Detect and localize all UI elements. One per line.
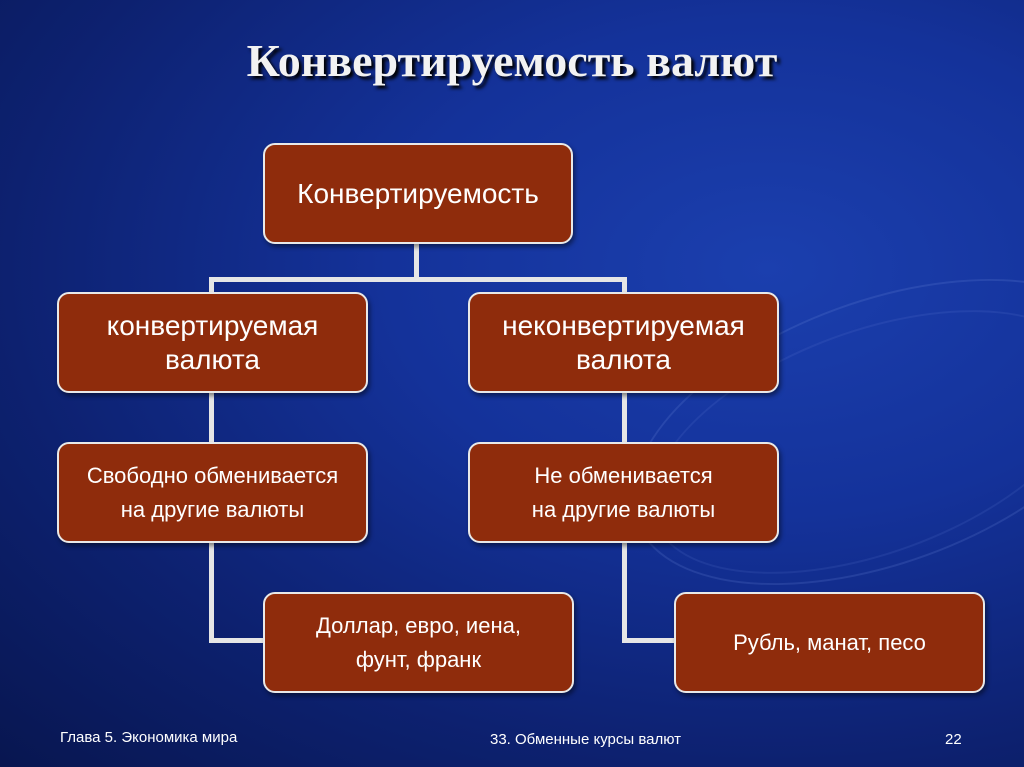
left-examples-node: Доллар, евро, иена, фунт, франк	[263, 592, 574, 693]
right-branch-label: неконвертируемая валюта	[502, 309, 745, 375]
left-branch-node: конвертируемая валюта	[57, 292, 368, 393]
root-node: Конвертируемость	[263, 143, 573, 244]
left-description-node: Свободно обменивается на другие валюты	[57, 442, 368, 543]
connector-line	[414, 243, 419, 281]
connector-line	[622, 638, 677, 643]
footer-chapter: Глава 5. Экономика мира	[60, 729, 238, 746]
left-examples-label: Доллар, евро, иена, фунт, франк	[316, 612, 521, 672]
footer-topic: 33. Обменные курсы валют	[490, 731, 682, 748]
connector-line	[209, 638, 265, 643]
right-branch-node: неконвертируемая валюта	[468, 292, 779, 393]
left-description-label: Свободно обменивается на другие валюты	[86, 462, 339, 522]
right-description-label: Не обменивается на другие валюты	[531, 462, 716, 522]
root-node-label: Конвертируемость	[297, 177, 539, 209]
left-branch-label: конвертируемая валюта	[106, 309, 319, 375]
right-examples-node: Рубль, манат, песо	[674, 592, 985, 693]
connector-line	[209, 277, 627, 282]
right-description-node: Не обменивается на другие валюты	[468, 442, 779, 543]
slide-title: Конвертируемость валют	[246, 35, 778, 86]
right-examples-label: Рубль, манат, песо	[733, 629, 926, 655]
footer-page-number: 22	[945, 731, 962, 748]
